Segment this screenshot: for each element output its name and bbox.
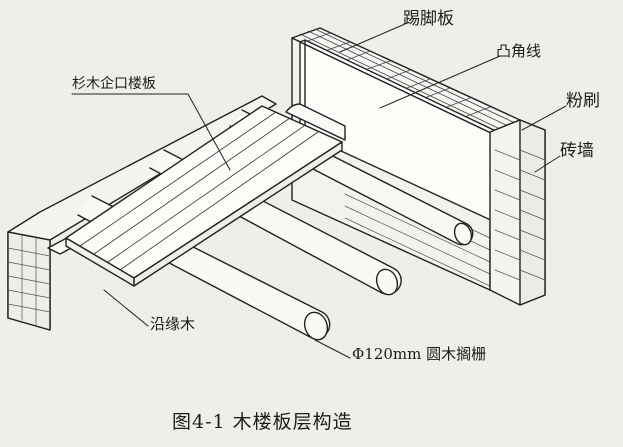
label-brick-wall: 砖墙 xyxy=(560,141,594,161)
label-skirting-board: 踢脚板 xyxy=(403,9,454,29)
label-fir-floorboard: 杉木企口楼板 xyxy=(72,76,156,92)
convex-bead xyxy=(285,103,346,141)
figure-caption: 图4-1 木楼板层构造 xyxy=(172,411,353,433)
label-convex-bead: 凸角线 xyxy=(496,42,542,60)
leader-lines xyxy=(71,23,567,359)
right-brick-wall xyxy=(489,119,546,306)
label-wall-plate: 沿缘木 xyxy=(150,315,196,333)
label-plaster: 粉刷 xyxy=(566,91,600,111)
floorboards xyxy=(65,105,343,287)
label-round-joist: Φ120mm 圆木搁栅 xyxy=(352,345,487,363)
